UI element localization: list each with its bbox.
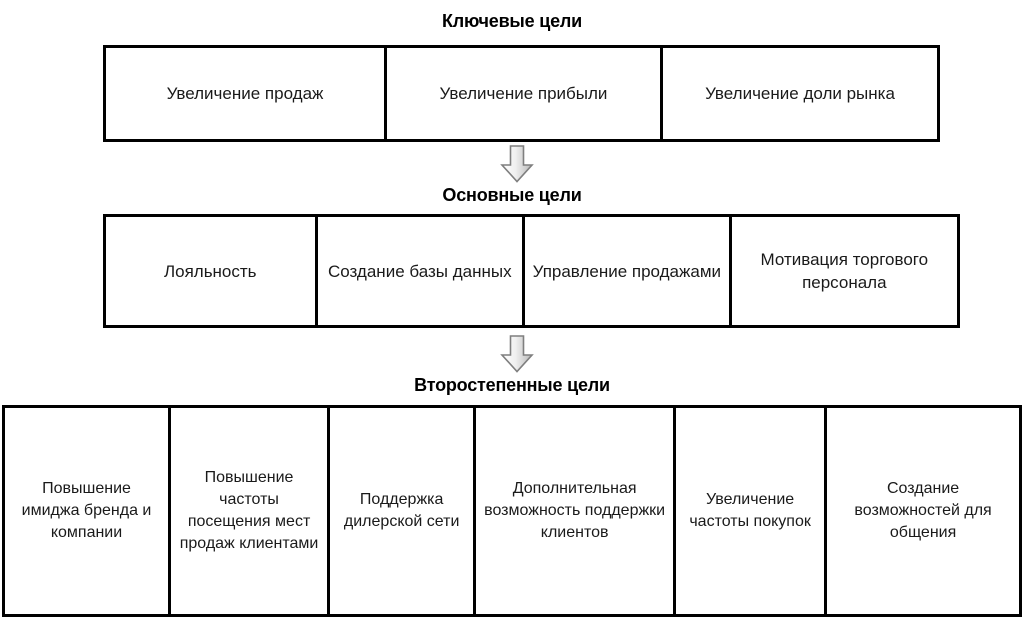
key-goal-label-3: Увеличение доли рынка <box>705 84 895 103</box>
secondary-goal-box-4[interactable]: Дополнительная возможность поддержки кли… <box>473 408 674 614</box>
key-goal-box-3[interactable]: Увеличение доли рынка <box>660 48 937 139</box>
key-goal-label-2: Увеличение прибыли <box>439 84 608 103</box>
main-goal-box-1[interactable]: Лояльность <box>106 217 315 325</box>
main-goal-label-1: Лояльность <box>163 261 257 281</box>
main-goal-label-4: Мотивация торгового персонала <box>760 250 929 292</box>
main-goals-row: Лояльность Создание базы данных Управлен… <box>103 214 960 328</box>
key-goal-box-2[interactable]: Увеличение прибыли <box>383 48 660 139</box>
key-goals-row: Увеличение продаж Увеличение прибыли Уве… <box>103 45 940 142</box>
section-title-key-goals: Ключевые цели <box>442 11 582 31</box>
secondary-goal-label-6: Создание возможностей для общения <box>854 480 992 541</box>
arrow-down-icon-key-to-main <box>500 145 534 183</box>
main-goal-box-2[interactable]: Создание базы данных <box>314 217 523 325</box>
arrow-down-icon-main-to-secondary <box>500 335 534 373</box>
secondary-goal-box-5[interactable]: Увеличение частоты покупок <box>673 408 825 614</box>
main-goal-label-3: Управление продажами <box>532 261 722 281</box>
key-goal-box-1[interactable]: Увеличение продаж <box>106 48 384 139</box>
secondary-goal-box-6[interactable]: Создание возможностей для общения <box>824 408 1019 614</box>
secondary-goal-label-5: Увеличение частоты покупок <box>689 491 811 530</box>
secondary-goal-label-2: Повышение частоты посещения мест продаж … <box>179 469 319 552</box>
secondary-goal-box-3[interactable]: Поддержка дилерской сети <box>327 408 474 614</box>
section-title-secondary-goals: Второстепенные цели <box>414 375 610 395</box>
secondary-goal-box-2[interactable]: Повышение частоты посещения мест продаж … <box>168 408 328 614</box>
secondary-goals-row: Повышение имиджа бренда и компании Повыш… <box>2 405 1022 617</box>
main-goal-box-4[interactable]: Мотивация торгового персонала <box>728 217 957 325</box>
main-goal-label-2: Создание базы данных <box>327 261 512 281</box>
secondary-goal-box-1[interactable]: Повышение имиджа бренда и компании <box>5 408 169 614</box>
secondary-goal-label-1: Повышение имиджа бренда и компании <box>21 480 152 541</box>
main-goal-box-3[interactable]: Управление продажами <box>522 217 729 325</box>
secondary-goal-label-3: Поддержка дилерской сети <box>343 491 460 530</box>
key-goal-label-1: Увеличение продаж <box>166 84 324 103</box>
secondary-goal-label-4: Дополнительная возможность поддержки кли… <box>484 480 666 541</box>
section-title-main-goals: Основные цели <box>442 185 582 205</box>
